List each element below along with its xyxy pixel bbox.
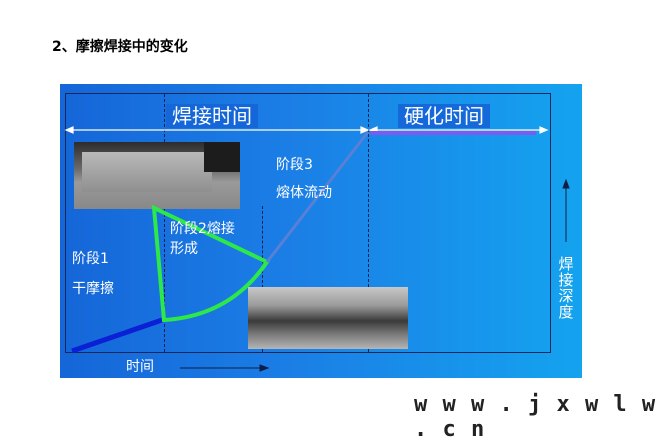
- stage2-label-1: 阶段2熔接: [170, 221, 235, 237]
- header-weld-time: 焊接时间: [166, 104, 258, 128]
- weld-interface-photo-top: [74, 142, 240, 209]
- y-axis-label: 焊接深度: [558, 255, 574, 321]
- x-axis-label: 时间: [126, 359, 154, 375]
- photo-bright-block: [82, 152, 212, 192]
- page-title: 2、摩擦焊接中的变化: [52, 39, 188, 55]
- stage3-label-1: 阶段3: [276, 157, 313, 173]
- time-axis-arrow: [180, 364, 270, 372]
- depth-axis-arrow: [562, 178, 570, 242]
- friction-welding-diagram: 焊接时间 硬化时间 阶段3 熔体流动 阶段2熔接 形成 阶段1 干摩擦 焊接深度…: [60, 84, 582, 378]
- diagram-lines: [64, 126, 570, 372]
- diagram-frame: [65, 93, 551, 353]
- stage2-sector: [151, 204, 270, 323]
- weld-time-arrow: [64, 126, 370, 134]
- weld-interface-photo-bottom: [248, 287, 408, 349]
- divider-harden-start: [368, 94, 369, 352]
- photo-dark-band: [204, 142, 240, 172]
- divider-stage3-start: [262, 206, 263, 352]
- stage1-line: [71, 317, 163, 354]
- stage1-label-1: 阶段1: [72, 251, 109, 267]
- stage1-label-2: 干摩擦: [72, 281, 114, 297]
- stage2-label-2: 形成: [170, 241, 198, 257]
- stage3-line: [265, 131, 370, 263]
- header-harden-time: 硬化时间: [398, 104, 490, 128]
- watermark: w w w . j x w l w . c n: [414, 392, 657, 442]
- stage3-label-2: 熔体流动: [276, 185, 332, 201]
- divider-weld-start: [164, 94, 165, 352]
